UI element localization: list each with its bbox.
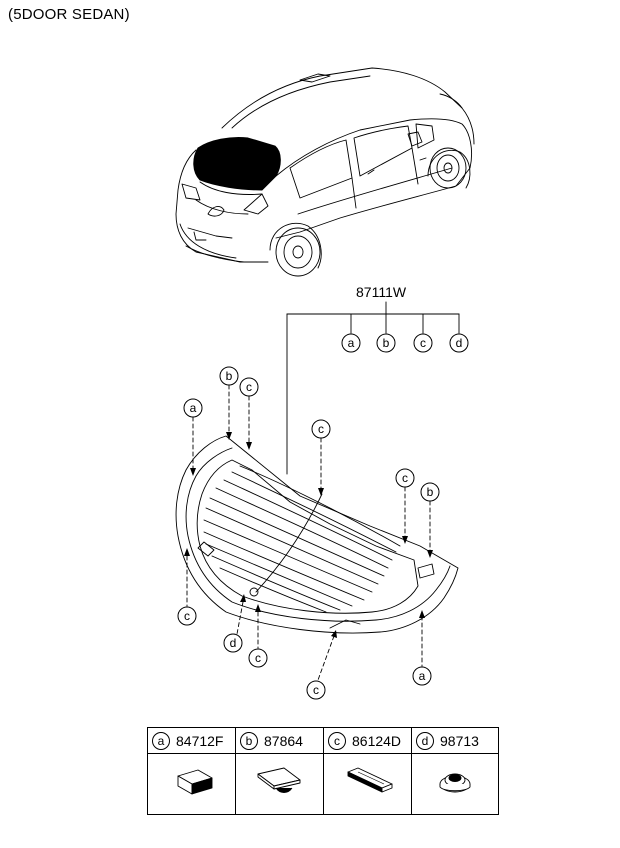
callout-top-d: d	[449, 333, 469, 353]
legend-cell-b: b 87864	[236, 728, 324, 814]
svg-text:c: c	[184, 609, 190, 623]
legend-part-number: 87864	[264, 732, 303, 749]
legend-letter: b	[240, 731, 258, 750]
legend-cell-a: a 84712F	[148, 728, 236, 814]
svg-text:a: a	[190, 401, 197, 415]
callout-top-c: c	[413, 333, 433, 353]
svg-text:c: c	[246, 380, 252, 394]
svg-text:a: a	[348, 336, 355, 350]
rectangular-block-icon	[177, 769, 213, 795]
car-illustration	[175, 67, 475, 277]
legend-letter: a	[152, 731, 170, 750]
svg-text:b: b	[427, 485, 434, 499]
legend-part-number: 98713	[440, 732, 479, 749]
assembly-leader-lines	[286, 301, 460, 475]
callout-leaders	[186, 384, 431, 681]
svg-text:c: c	[313, 683, 319, 697]
legend-part-number: 86124D	[352, 732, 402, 749]
legend-cell-c: c 86124D	[324, 728, 412, 814]
diagram-title: (5DOOR SEDAN)	[8, 6, 130, 23]
callout-center-c: c	[311, 419, 331, 439]
callout-left-a: a	[183, 398, 203, 418]
callout-bottom-d: d	[223, 633, 243, 653]
callout-right-c: c	[395, 468, 415, 488]
svg-text:a: a	[419, 669, 426, 683]
arrow-heads	[184, 432, 433, 638]
callout-bottom-center-c: c	[306, 680, 326, 700]
callout-circles: a b c d a b c c c b c d c c a	[177, 333, 469, 700]
svg-text:c: c	[402, 471, 408, 485]
svg-text:d: d	[456, 336, 463, 350]
callout-top-b: b	[376, 333, 396, 353]
svg-text:c: c	[420, 336, 426, 350]
legend-part-number: 84712F	[176, 732, 224, 749]
callout-bottom-c: c	[248, 648, 268, 668]
svg-text:b: b	[383, 336, 390, 350]
svg-text:c: c	[255, 651, 261, 665]
adhesive-pad-icon	[257, 767, 301, 793]
callout-left-c: c	[239, 377, 259, 397]
round-grommet-icon	[439, 773, 471, 793]
legend-cell-d: d 98713	[412, 728, 498, 814]
svg-text:d: d	[230, 636, 237, 650]
callout-bottom-left-c: c	[177, 606, 197, 626]
parts-legend-table: a 84712F b 87864	[147, 727, 499, 815]
callout-left-b: b	[219, 366, 239, 386]
main-part-number: 87111W	[356, 284, 407, 300]
rear-glass-panel	[175, 435, 459, 634]
svg-text:c: c	[318, 422, 324, 436]
svg-text:b: b	[226, 369, 233, 383]
spacer-strip-icon	[347, 767, 393, 793]
legend-letter: d	[416, 731, 434, 750]
legend-letter: c	[328, 731, 346, 750]
callout-right-b: b	[420, 482, 440, 502]
callout-top-a: a	[341, 333, 361, 353]
callout-bottom-right-a: a	[412, 666, 432, 686]
